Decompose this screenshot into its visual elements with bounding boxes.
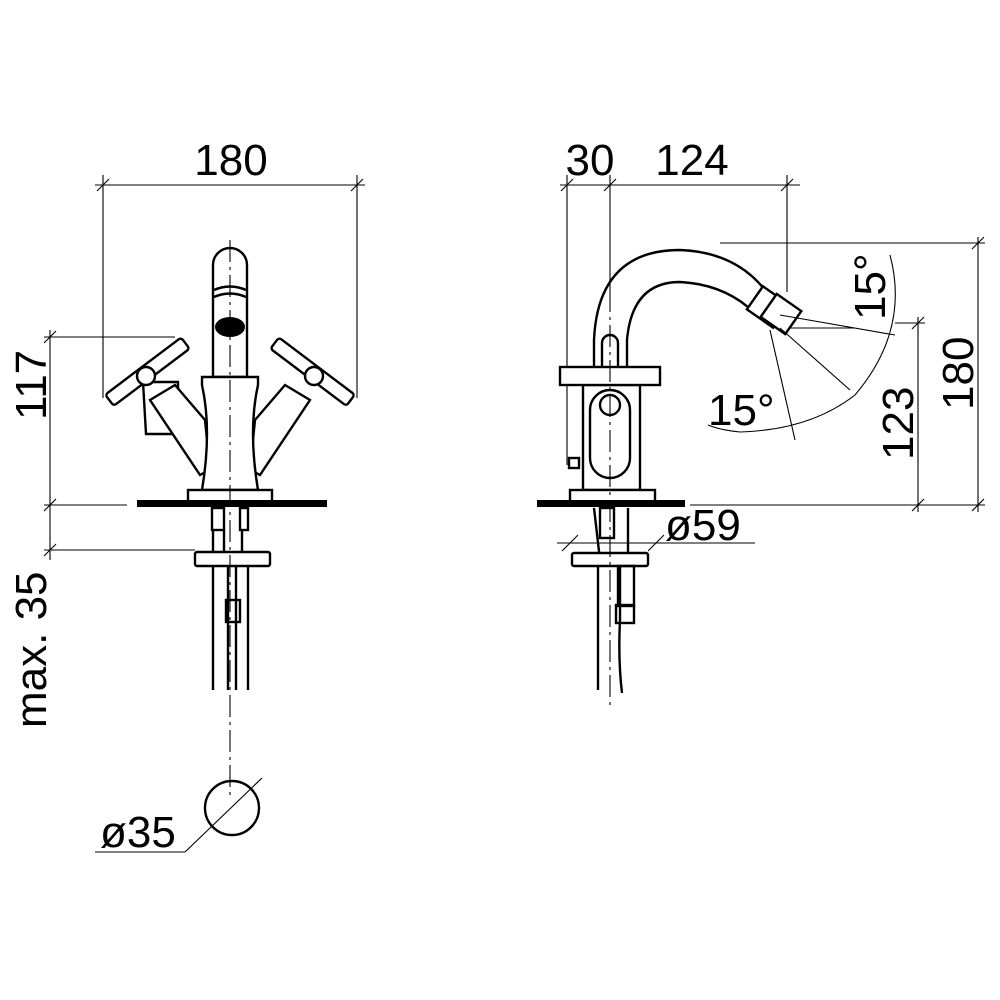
height-dimension <box>43 330 195 560</box>
hole-diameter-label: ø35 <box>100 808 176 857</box>
projection-label: 124 <box>655 136 728 185</box>
upper-angle-label: 15° <box>846 253 895 320</box>
hole-diameter <box>95 777 263 853</box>
top-dimensions <box>560 175 800 465</box>
side-view: 30 124 <box>537 136 985 705</box>
width-dimension <box>95 175 365 398</box>
base-diameter-dimension <box>557 534 755 552</box>
front-view: 180 117 max. 35 <box>7 136 365 857</box>
offset-label: 30 <box>566 136 615 185</box>
faucet-side <box>537 248 803 694</box>
deck-thickness-label: max. 35 <box>7 571 56 728</box>
height-dimensions <box>690 236 985 512</box>
base-diameter-label: ø59 <box>665 501 741 550</box>
total-height-label: 180 <box>934 337 983 410</box>
faucet-front <box>105 246 355 690</box>
handle-height-label: 117 <box>7 350 56 420</box>
width-label: 180 <box>194 136 267 185</box>
lower-angle-label: 15° <box>708 386 775 435</box>
angle-arcs <box>707 254 896 441</box>
outlet-height-label: 123 <box>874 387 923 460</box>
